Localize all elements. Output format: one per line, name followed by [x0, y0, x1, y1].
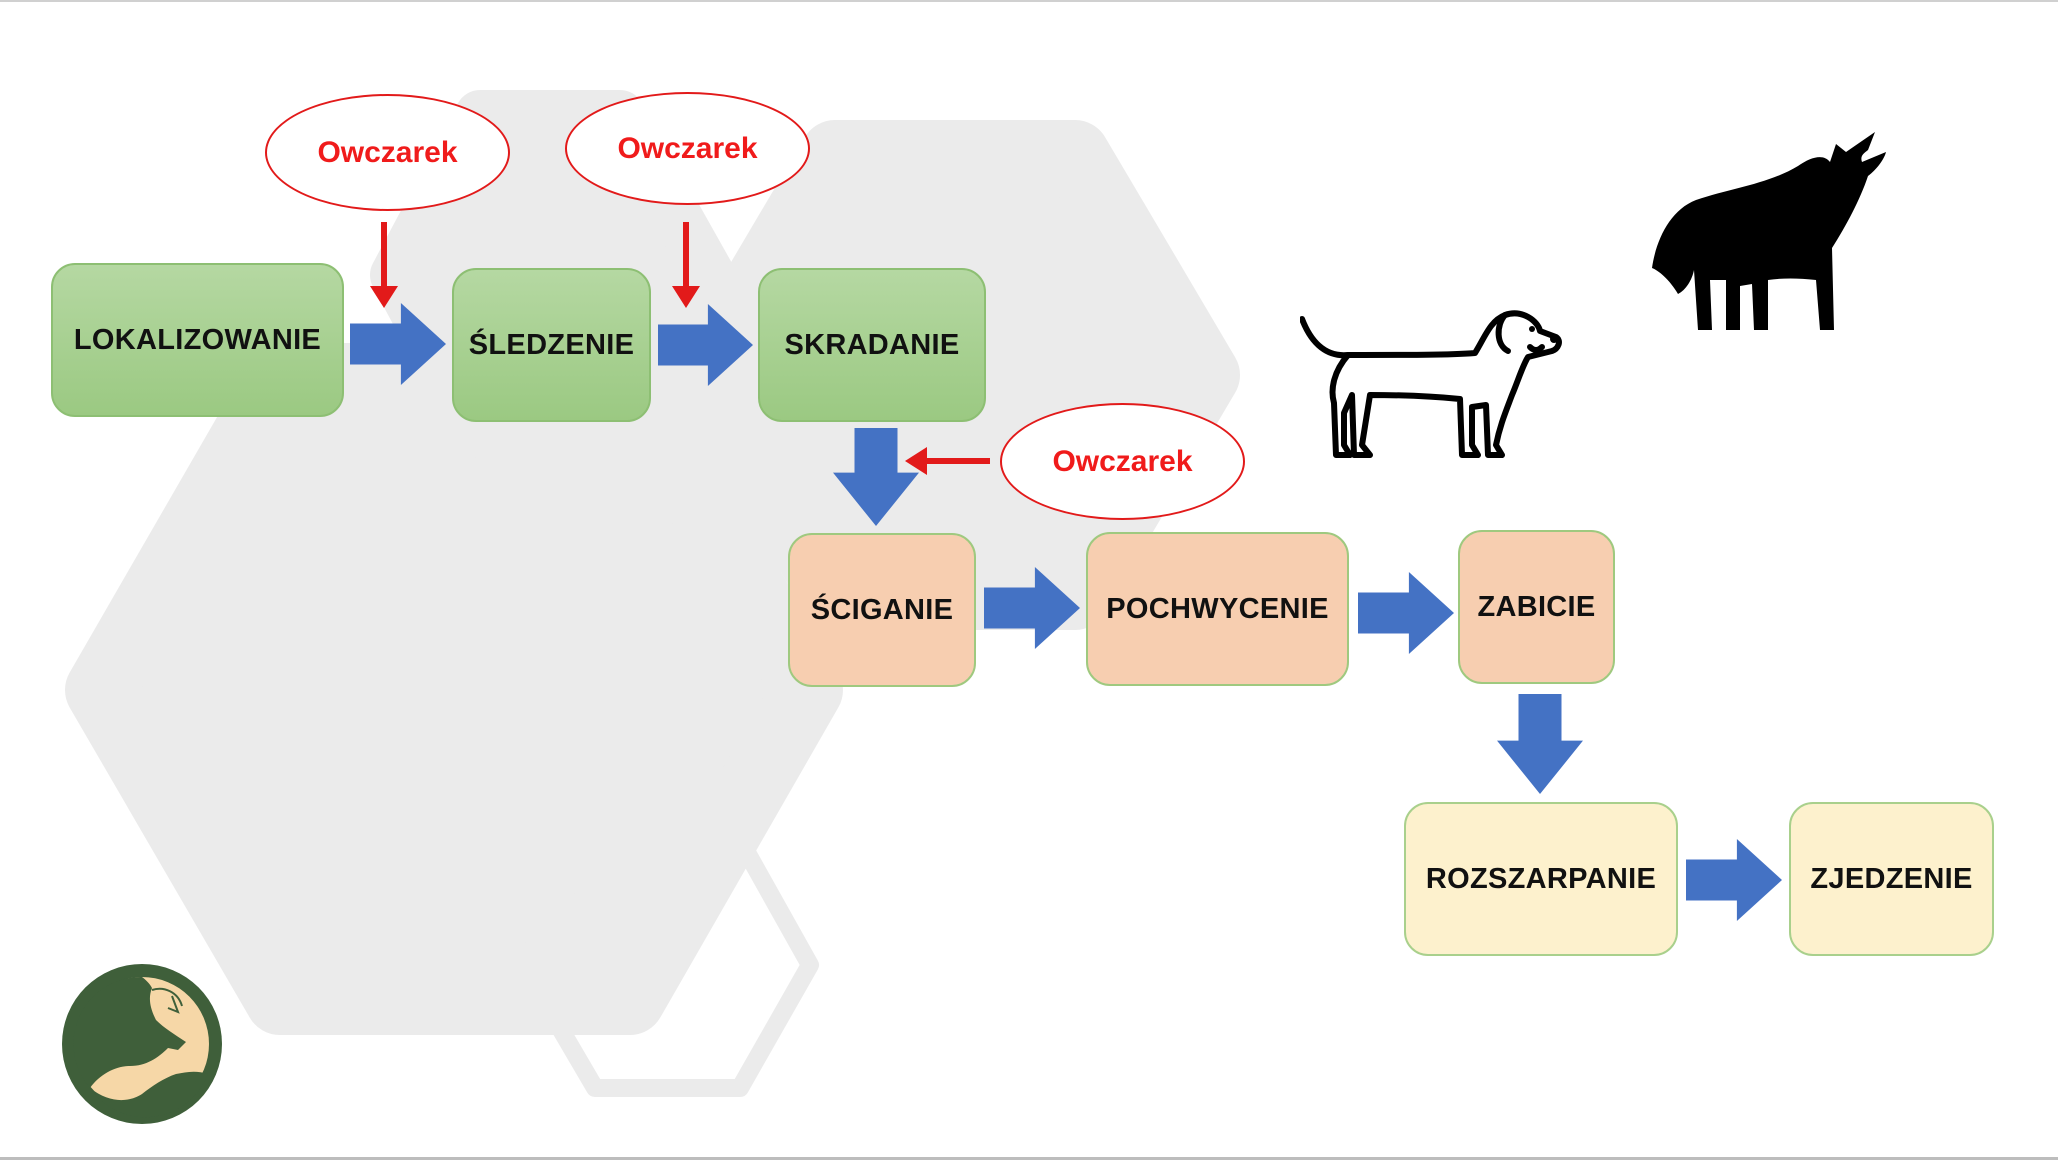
dog-logo-icon	[62, 964, 222, 1124]
step-sledzenie: ŚLEDZENIE	[452, 268, 651, 422]
bottom-border	[0, 1157, 2058, 1160]
arrow-rozszarpanie-to-zjedzenie	[1686, 839, 1782, 921]
howling-wolf-icon	[1652, 132, 1886, 330]
arrow-lokalizowanie-to-sledzenie	[350, 303, 446, 385]
callout-owczarek-2: Owczarek	[565, 92, 810, 205]
arrow-pochwycenie-to-zabicie	[1358, 572, 1454, 654]
step-zabicie: ZABICIE	[1458, 530, 1615, 684]
step-skradanie: SKRADANIE	[758, 268, 986, 422]
arrow-sledzenie-to-skradanie	[658, 304, 753, 386]
dog-outline-icon	[1300, 310, 1562, 458]
top-border	[0, 0, 2058, 2]
callout-owczarek-3: Owczarek	[1000, 403, 1245, 520]
step-lokalizowanie: LOKALIZOWANIE	[51, 263, 344, 417]
step-pochwycenie: POCHWYCENIE	[1086, 532, 1349, 686]
arrow-zabicie-to-rozszarpanie	[1497, 694, 1583, 794]
arrow-sciganie-to-pochwycenie	[984, 567, 1080, 649]
step-zjedzenie: ZJEDZENIE	[1789, 802, 1994, 956]
callout-owczarek-1: Owczarek	[265, 94, 510, 211]
callout-arrow-2-head	[672, 286, 700, 308]
callout-arrow-1-head	[370, 286, 398, 308]
step-rozszarpanie: ROZSZARPANIE	[1404, 802, 1678, 956]
step-sciganie: ŚCIGANIE	[788, 533, 976, 687]
arrow-skradanie-to-sciganie	[833, 428, 919, 526]
hexagon-outline	[514, 831, 819, 1097]
callout-arrow-3-head	[905, 447, 927, 475]
